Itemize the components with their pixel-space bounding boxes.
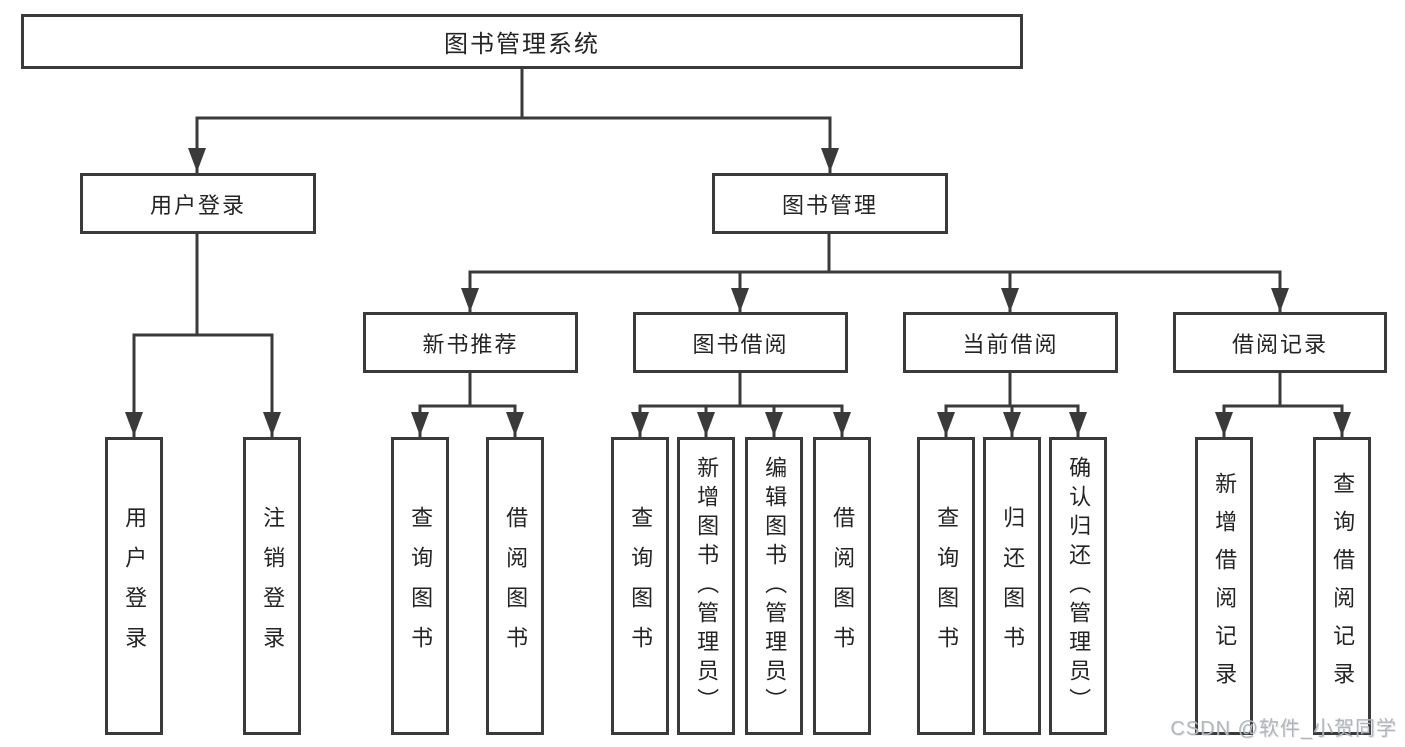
node-leaf-logout-label: 注销登录 [260,506,286,666]
node-current-borrow-label: 当前借阅 [962,331,1059,357]
connector-book-borrow [638,370,844,408]
node-leaf-add-books-admin-label: 新增图书（管理员） [694,455,720,717]
connector-book-mgmt [468,231,1282,274]
connector-current-borrow [944,370,1080,408]
node-leaf-add-borrow-record: 新增借阅记录 [1195,437,1253,735]
connector-root [195,67,832,120]
node-leaf-query-borrow-record: 查询借阅记录 [1313,437,1371,735]
node-leaf-edit-books-admin: 编辑图书（管理员） [745,437,803,735]
node-leaf-edit-books-admin-label: 编辑图书（管理员） [762,455,788,717]
node-leaf-query-books-borrow-label: 查询图书 [628,506,654,666]
node-root-label: 图书管理系统 [444,31,600,58]
node-leaf-logout: 注销登录 [243,437,301,735]
node-leaf-borrow-books-rec: 借阅图书 [486,437,544,735]
node-book-management: 图书管理 [712,173,948,234]
node-user-login-label: 用户登录 [149,192,246,218]
node-root: 图书管理系统 [21,14,1023,69]
node-leaf-confirm-return-admin-label: 确认归还（管理员） [1066,455,1092,717]
node-new-book-recommend: 新书推荐 [363,312,578,373]
node-leaf-query-books-current: 查询图书 [917,437,975,735]
node-leaf-query-books-rec-label: 查询图书 [408,506,434,666]
node-user-login: 用户登录 [80,173,316,234]
node-book-borrow-label: 图书借阅 [692,331,789,357]
connector-new-book-rec [418,370,517,408]
node-leaf-borrow-books-rec-label: 借阅图书 [503,506,529,666]
node-borrow-record-label: 借阅记录 [1231,331,1328,357]
node-leaf-user-login: 用户登录 [105,437,163,735]
watermark: CSDN @软件_小贺同学 [1170,718,1397,740]
node-book-borrow: 图书借阅 [633,312,848,373]
node-book-management-label: 图书管理 [781,192,878,218]
node-new-book-recommend-label: 新书推荐 [422,331,519,357]
node-leaf-user-login-label: 用户登录 [122,506,148,666]
node-current-borrow: 当前借阅 [903,312,1118,373]
node-leaf-query-borrow-record-label: 查询借阅记录 [1330,472,1356,700]
connector-borrow-record [1222,370,1344,408]
node-leaf-query-books-rec: 查询图书 [391,437,449,735]
node-leaf-add-books-admin: 新增图书（管理员） [677,437,735,735]
node-leaf-query-books-borrow: 查询图书 [611,437,669,735]
node-borrow-record: 借阅记录 [1173,312,1387,373]
node-leaf-return-books: 归还图书 [983,437,1041,735]
node-leaf-return-books-label: 归还图书 [1000,506,1026,666]
node-leaf-borrow-books-label: 借阅图书 [830,506,856,666]
node-leaf-add-borrow-record-label: 新增借阅记录 [1212,472,1238,700]
node-leaf-query-books-current-label: 查询图书 [934,506,960,666]
node-leaf-confirm-return-admin: 确认归还（管理员） [1049,437,1107,735]
connector-user-login [132,231,274,337]
node-leaf-borrow-books: 借阅图书 [813,437,871,735]
